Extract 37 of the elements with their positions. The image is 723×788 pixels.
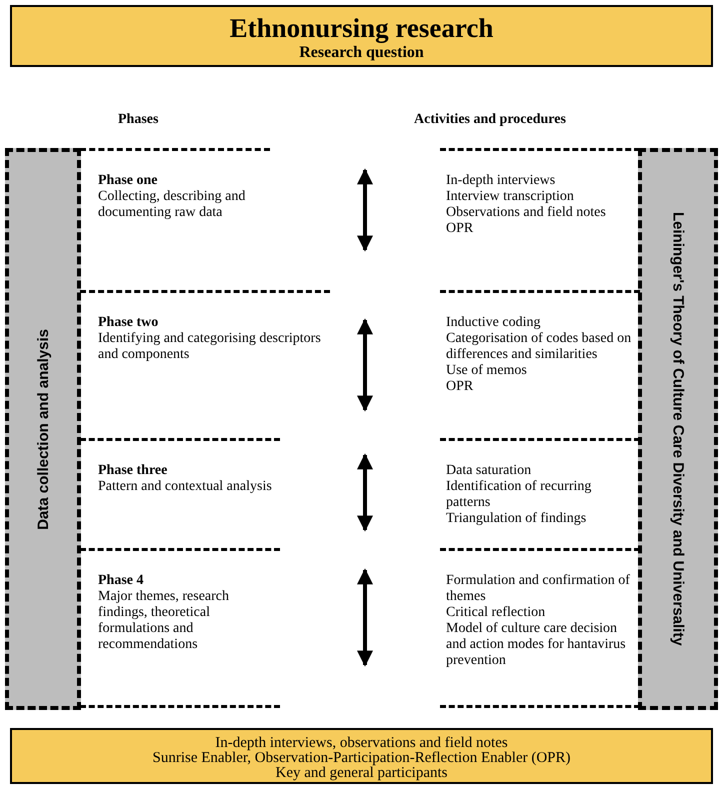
phase-description: Major themes, research findings, theoretical formulations and recommendations bbox=[98, 589, 230, 653]
banner-text-line: Sunrise Enabler, Observation-Participation-Reflection Enabler (OPR) bbox=[151, 751, 572, 766]
banner-text-line: In-depth interviews, observations and field notes bbox=[214, 736, 509, 751]
activity-item: Inductive coding bbox=[446, 315, 542, 331]
column-heading: Phases bbox=[118, 112, 158, 128]
panel-label: Leininger's Theory of Culture Care Diversity and Universality bbox=[670, 212, 686, 646]
activity-item: Interview transcription bbox=[446, 189, 575, 205]
phase-description: Collecting, describing and documenting raw data bbox=[98, 189, 246, 221]
activity-item: OPR bbox=[446, 379, 474, 395]
banner-title: Ethnonursing research bbox=[228, 13, 494, 43]
phase-heading: Phase two bbox=[98, 315, 160, 331]
activity-item: Observations and field notes bbox=[446, 205, 607, 221]
activity-item: Critical reflection bbox=[446, 605, 546, 621]
activity-item: OPR bbox=[446, 221, 474, 237]
activity-item: Identification of recurring patterns bbox=[446, 479, 592, 511]
phase-heading: Phase one bbox=[98, 173, 158, 189]
phase-heading: Phase three bbox=[98, 463, 168, 479]
activity-item: Categorisation of codes based on differences and similarities bbox=[446, 331, 632, 363]
activity-item: Data saturation bbox=[446, 463, 532, 479]
side-panel bbox=[5, 148, 81, 710]
activity-item: Formulation and confirmation of themes bbox=[446, 573, 631, 605]
footer-banner bbox=[10, 728, 713, 784]
phase-heading: Phase 4 bbox=[98, 573, 144, 589]
banner-subtitle: Research question bbox=[298, 43, 425, 63]
activity-list bbox=[440, 548, 640, 708]
phase-description: Pattern and contextual analysis bbox=[98, 479, 273, 495]
column-heading: Activities and procedures bbox=[414, 112, 566, 128]
panel-label: Data collection and analysis bbox=[34, 328, 52, 530]
phase-description: Identifying and categorising descriptors and components bbox=[98, 331, 322, 363]
phase-section bbox=[80, 548, 280, 708]
activity-item: Use of memos bbox=[446, 363, 528, 379]
title-banner bbox=[10, 5, 713, 67]
activity-item: Triangulation of findings bbox=[446, 511, 588, 527]
activity-item: Model of culture care decision and action modes for hantavirus prevention bbox=[446, 621, 627, 669]
banner-text-line: Key and general participants bbox=[275, 766, 448, 781]
side-panel bbox=[638, 148, 718, 710]
activity-item: In-depth interviews bbox=[446, 173, 556, 189]
